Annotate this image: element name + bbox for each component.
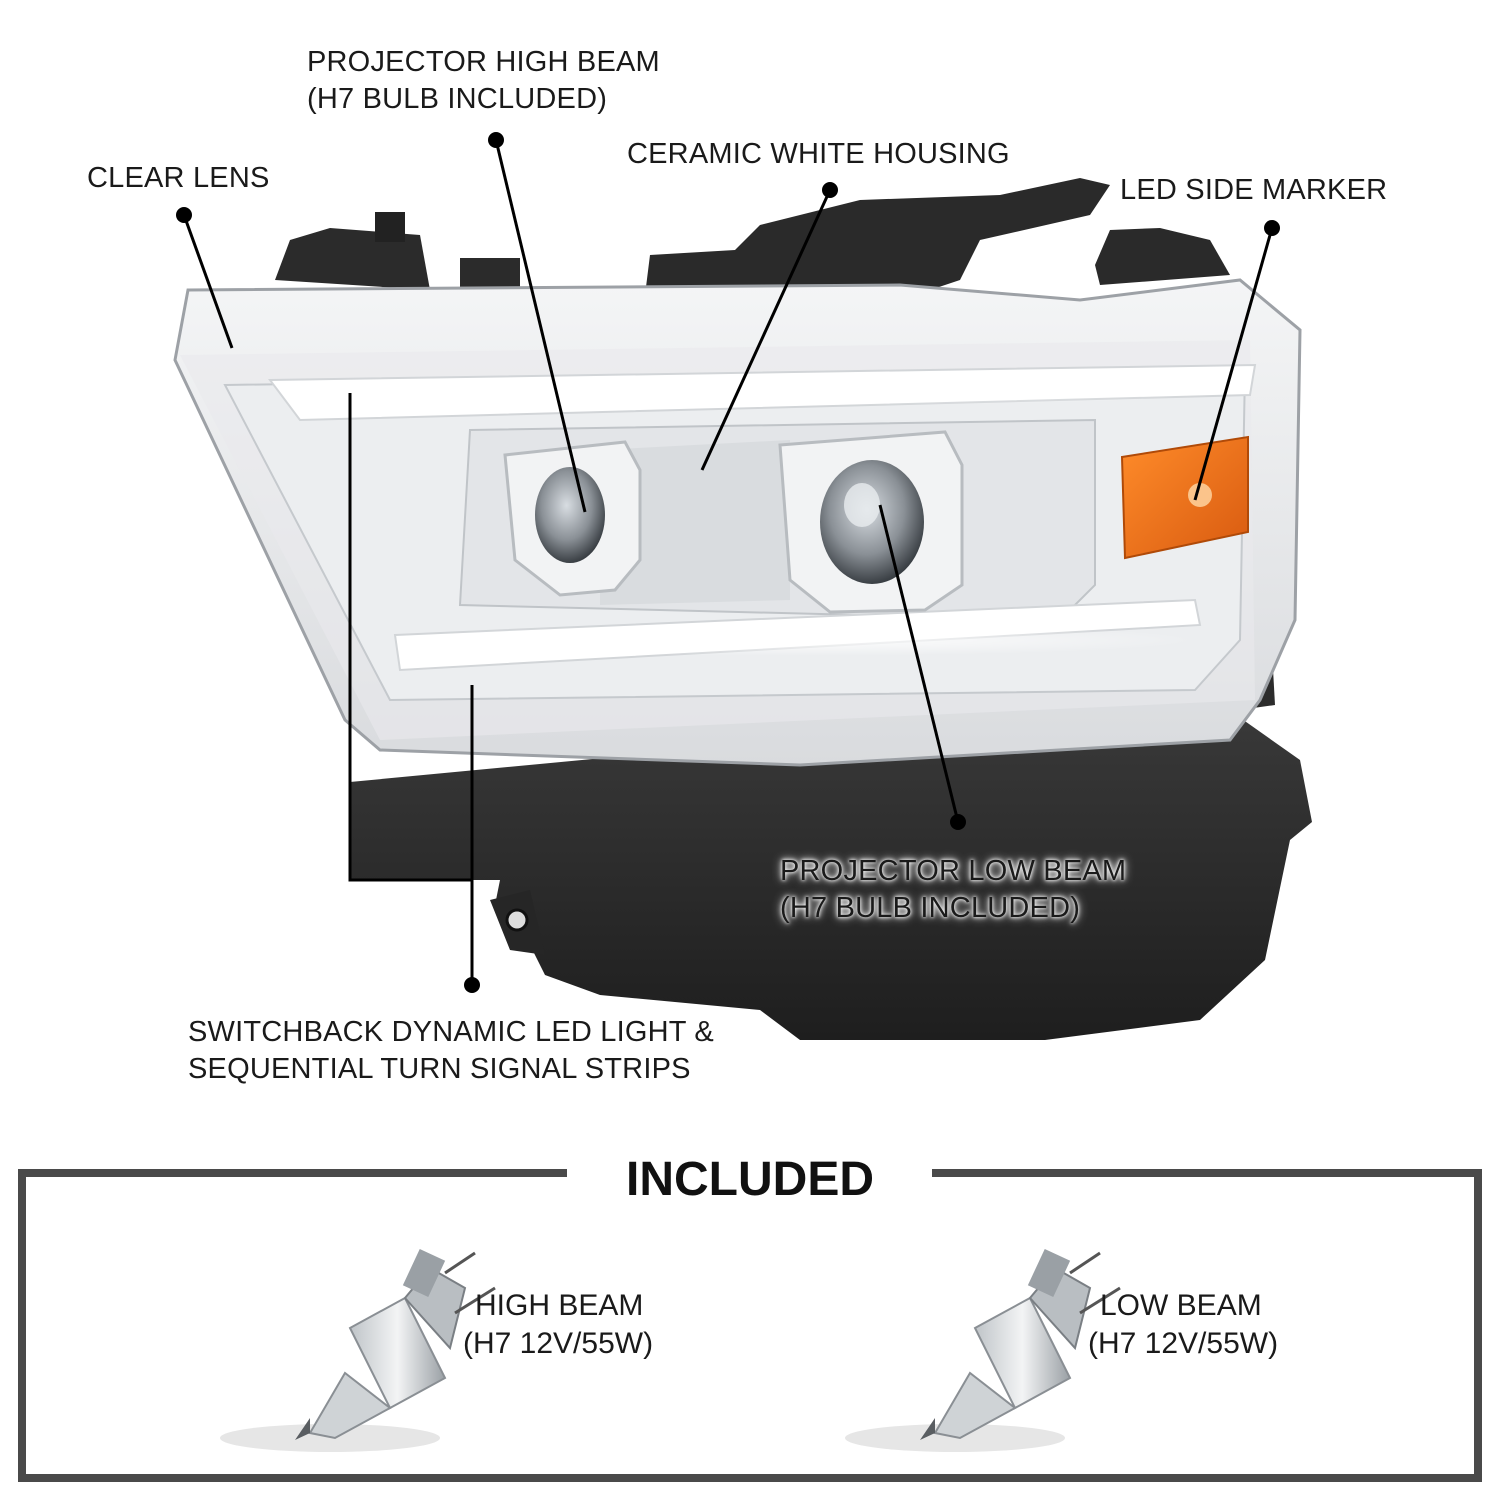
callout-projector-high-beam-line1: PROJECTOR HIGH BEAM [307, 46, 660, 78]
h7-high-beam-bulb-icon [220, 1248, 496, 1452]
included-item-high-beam-name: HIGH BEAM [475, 1289, 644, 1322]
callout-ceramic-white-housing: CERAMIC WHITE HOUSING [627, 136, 1010, 173]
included-item-low-beam: LOW BEAM (H7 12V/55W) [1088, 1287, 1278, 1363]
included-title: INCLUDED [626, 1153, 874, 1206]
h7-low-beam-bulb-icon [845, 1248, 1121, 1452]
included-item-high-beam-spec: (H7 12V/55W) [463, 1327, 654, 1360]
included-item-low-beam-name: LOW BEAM [1100, 1289, 1262, 1322]
callout-projector-low-beam-line2: (H7 BULB INCLUDED) [780, 892, 1081, 924]
callout-led-side-marker: LED SIDE MARKER [1120, 172, 1387, 209]
callout-led-side-marker-text: LED SIDE MARKER [1120, 174, 1388, 206]
callout-switchback-line2: SEQUENTIAL TURN SIGNAL STRIPS [188, 1053, 691, 1085]
included-item-low-beam-spec: (H7 12V/55W) [1088, 1327, 1279, 1360]
projector-high-beam [503, 440, 642, 597]
switchback-led-strips [268, 363, 1257, 672]
leader-dots [176, 132, 1280, 993]
callout-projector-low-beam-line1: PROJECTOR LOW BEAM [780, 855, 1127, 887]
callout-clear-lens-text: CLEAR LENS [87, 162, 270, 194]
callout-projector-high-beam-line2: (H7 BULB INCLUDED) [307, 83, 608, 115]
included-item-high-beam: HIGH BEAM (H7 12V/55W) [463, 1287, 653, 1363]
led-side-marker [1120, 435, 1249, 560]
included-frame [18, 1169, 1482, 1482]
rear-mounting-brackets [275, 178, 1230, 300]
callout-ceramic-white-housing-text: CERAMIC WHITE HOUSING [627, 138, 1010, 170]
callout-projector-low-beam: PROJECTOR LOW BEAM (H7 BULB INCLUDED) [780, 853, 1126, 927]
leader-lines [182, 139, 1274, 985]
callout-switchback-line1: SWITCHBACK DYNAMIC LED LIGHT & [188, 1016, 714, 1048]
callout-switchback-led: SWITCHBACK DYNAMIC LED LIGHT & SEQUENTIA… [188, 1014, 714, 1088]
callout-projector-high-beam: PROJECTOR HIGH BEAM (H7 BULB INCLUDED) [307, 44, 660, 118]
projector-low-beam [778, 430, 964, 614]
callout-clear-lens: CLEAR LENS [87, 160, 270, 197]
